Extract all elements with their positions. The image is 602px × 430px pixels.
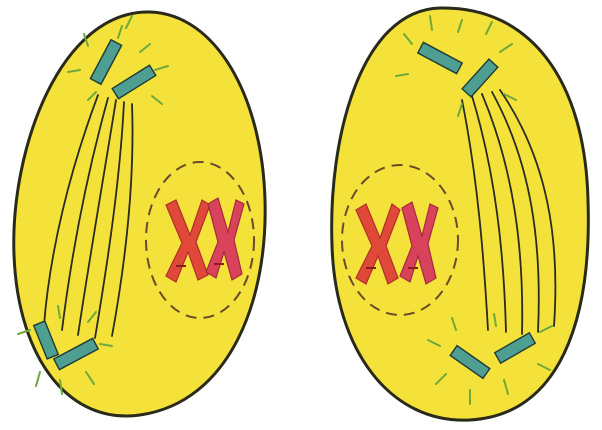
left-cell xyxy=(14,12,265,416)
right-cell xyxy=(332,8,589,420)
